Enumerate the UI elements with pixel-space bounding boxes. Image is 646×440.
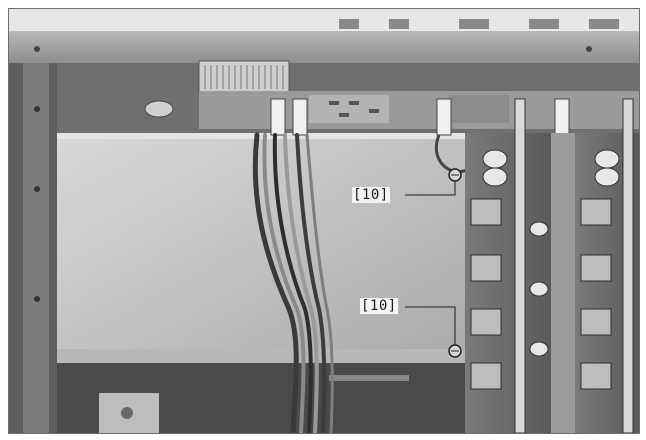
callout-label-lower: [10] xyxy=(360,298,398,314)
chassis-photo xyxy=(9,9,639,433)
callout-leader-lines xyxy=(405,181,456,345)
top-rail xyxy=(9,19,639,63)
left-side-wall xyxy=(9,63,57,433)
vertical-pcb-left xyxy=(465,98,551,433)
callout-label-upper: [10] xyxy=(352,187,390,203)
horizontal-pcb xyxy=(199,91,639,129)
photo-frame xyxy=(8,8,640,434)
vertical-pcb-right xyxy=(575,98,639,433)
terminal-strip xyxy=(198,60,290,94)
wire-bundle xyxy=(252,132,334,433)
